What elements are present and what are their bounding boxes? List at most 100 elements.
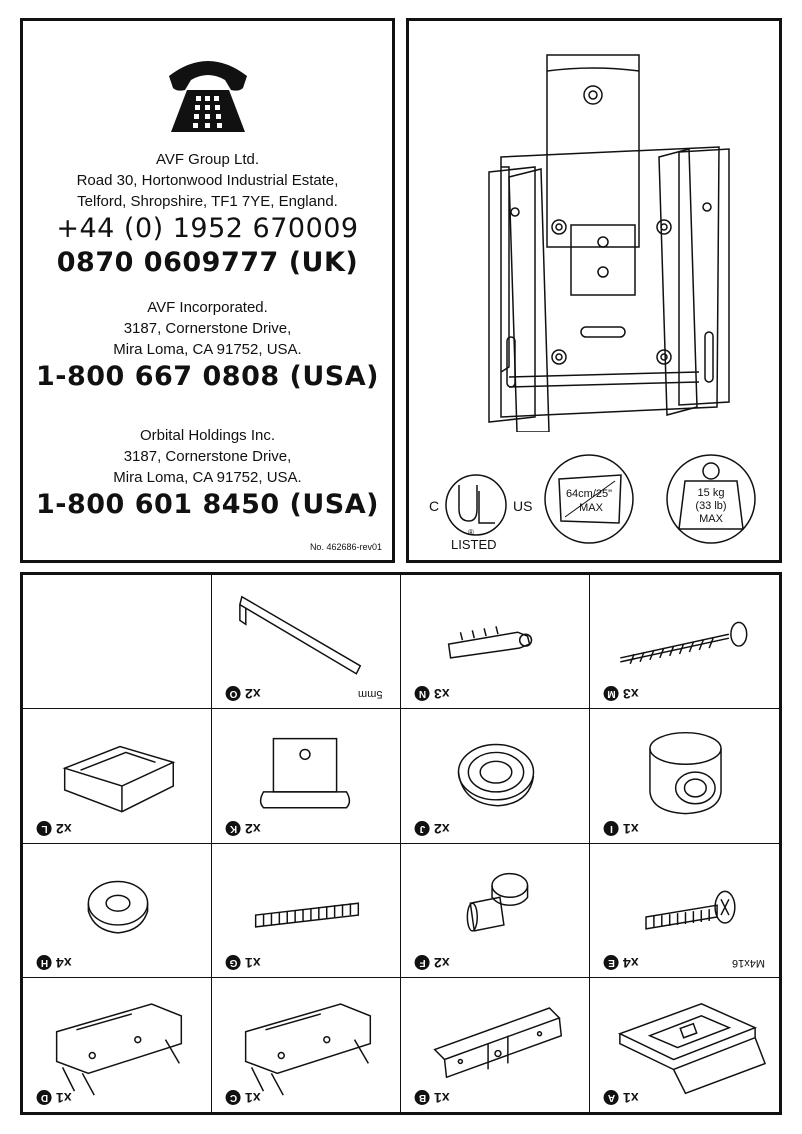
part-letter-badge: A [604, 1090, 619, 1106]
part-cell-g: x1 G [212, 843, 401, 978]
ul-c-label: C [429, 498, 439, 514]
company-name: AVF Incorporated. [147, 299, 268, 316]
part-qty: x4 [56, 954, 72, 971]
part-cell-f: x2 F [401, 843, 590, 978]
bracket-c-drawing [244, 1003, 372, 1096]
part-cell-empty [23, 575, 212, 710]
contact-panel: AVF Group Ltd. Road 30, Hortonwood Indus… [20, 18, 395, 563]
company-name: AVF Group Ltd. [155, 151, 260, 168]
part-label: x2 J [415, 821, 450, 837]
machine-screw-drawing [645, 890, 736, 930]
address-line: Telford, Shropshire, TF1 7YE, England. [77, 193, 338, 210]
part-size: 5mm [357, 688, 382, 701]
screen-max-label: MAX [579, 502, 604, 514]
part-cell-l: x2 L [23, 709, 212, 844]
part-cell-n: x3 N [401, 575, 590, 710]
socket-bolt-drawing [466, 872, 529, 932]
address-line: Mira Loma, CA 91752, USA. [113, 469, 302, 486]
part-cell-m: x3 M [590, 575, 779, 710]
phone-number: +44 (0) 1952 670009 [56, 213, 359, 244]
friction-washer-drawing [457, 744, 535, 807]
parts-grid-panel: x2 O 5mm x3 N x3 [20, 572, 782, 1115]
part-cell-a: x1 A [590, 978, 779, 1112]
bracket-d-drawing [55, 1003, 183, 1096]
part-qty: x2 [245, 820, 261, 837]
phone-number: 1-800 667 0808 (USA) [35, 361, 379, 392]
part-letter-badge: K [226, 821, 241, 836]
part-label: x1 A [604, 1090, 639, 1106]
spacer-drawing [649, 732, 722, 815]
svg-text:®: ® [468, 528, 474, 537]
ul-listed-label: LISTED [451, 537, 497, 551]
part-qty: x2 [56, 820, 72, 837]
part-letter-badge: O [226, 686, 241, 702]
locking-plate-drawing [259, 738, 351, 809]
part-cell-o: x2 O 5mm [212, 575, 401, 710]
part-cell-i: x1 I [590, 709, 779, 844]
part-label: x4 H [37, 955, 72, 971]
weight-icon: 15 kg (33 lb) MAX [666, 454, 756, 544]
part-label: x1 I [604, 821, 639, 837]
part-letter-badge: J [415, 821, 430, 836]
ul-listed-logo: C ® US LISTED [429, 474, 532, 551]
part-label: x1 C [226, 1090, 261, 1106]
part-cell-c: x1 C [212, 977, 401, 1112]
company-name: Orbital Holdings Inc. [139, 427, 276, 444]
part-size: M4x16 [731, 956, 765, 969]
parts-grid: x2 O 5mm x3 N x3 [23, 575, 779, 1112]
ul-us-label: US [513, 498, 532, 514]
part-label: x3 M [604, 686, 639, 702]
part-qty: x1 [623, 1090, 639, 1106]
phone-number: 1-800 601 8450 (USA) [35, 489, 379, 520]
part-qty: x3 [434, 686, 450, 703]
part-letter-badge: B [415, 1090, 430, 1106]
product-panel: C ® US LISTED 64cm/25" MAX 15 kg (33 lb)… [406, 18, 782, 563]
part-label: x2 K [226, 821, 261, 837]
part-cell-e: x4 E M4x16 [590, 844, 779, 978]
reference-number: No. 462686-rev01 [309, 542, 382, 552]
wall-plate-drawing [617, 1002, 767, 1095]
part-qty: x4 [623, 954, 639, 971]
weight-max-label: MAX [699, 513, 724, 525]
phone-number: 0870 0609777 (UK) [56, 247, 359, 278]
part-letter-badge: C [226, 1090, 241, 1106]
part-qty: x2 [245, 686, 261, 703]
part-cell-d: x1 D [23, 977, 212, 1112]
company-avf-inc: AVF Incorporated. 3187, Cornerstone Driv… [23, 297, 392, 394]
part-cell-k: x2 K [212, 709, 401, 844]
hex-key-drawing [239, 595, 362, 675]
wall-plug-drawing [447, 626, 533, 659]
part-cell-b: x1 B [401, 977, 590, 1112]
part-letter-badge: G [226, 955, 241, 971]
part-letter-badge: F [415, 955, 430, 971]
part-label: x1 D [37, 1090, 72, 1106]
part-qty: x3 [623, 686, 639, 703]
bracket-clip-drawing [62, 745, 176, 813]
part-letter-badge: E [604, 955, 619, 971]
part-letter-badge: M [604, 686, 619, 702]
part-letter-badge: L [37, 821, 52, 836]
threaded-rod-drawing [254, 901, 360, 928]
part-label: x1 G [226, 955, 261, 971]
part-label: x4 E [604, 955, 639, 971]
part-qty: x2 [434, 954, 450, 971]
weight-lb-label: (33 lb) [695, 500, 726, 512]
part-cell-h: x4 H [23, 843, 212, 978]
wall-mount-illustration [488, 54, 730, 432]
part-letter-badge: N [415, 686, 430, 702]
part-label: x2 O [226, 686, 261, 702]
part-qty: x1 [245, 1090, 261, 1106]
address-line: 3187, Cornerstone Drive, [123, 320, 292, 337]
part-letter-badge: H [37, 955, 52, 971]
part-qty: x1 [56, 1090, 72, 1106]
part-letter-badge: I [604, 821, 619, 836]
address-line: 3187, Cornerstone Drive, [123, 448, 292, 465]
company-orbital: Orbital Holdings Inc. 3187, Cornerstone … [23, 425, 392, 522]
wood-screw-drawing [620, 621, 748, 665]
rail-bracket-drawing [433, 1006, 563, 1079]
company-avf-group: AVF Group Ltd. Road 30, Hortonwood Indus… [23, 149, 392, 280]
address-line: Mira Loma, CA 91752, USA. [113, 341, 302, 358]
part-label: x1 B [415, 1090, 450, 1106]
part-label: x2 L [37, 821, 72, 837]
part-qty: x1 [434, 1090, 450, 1106]
